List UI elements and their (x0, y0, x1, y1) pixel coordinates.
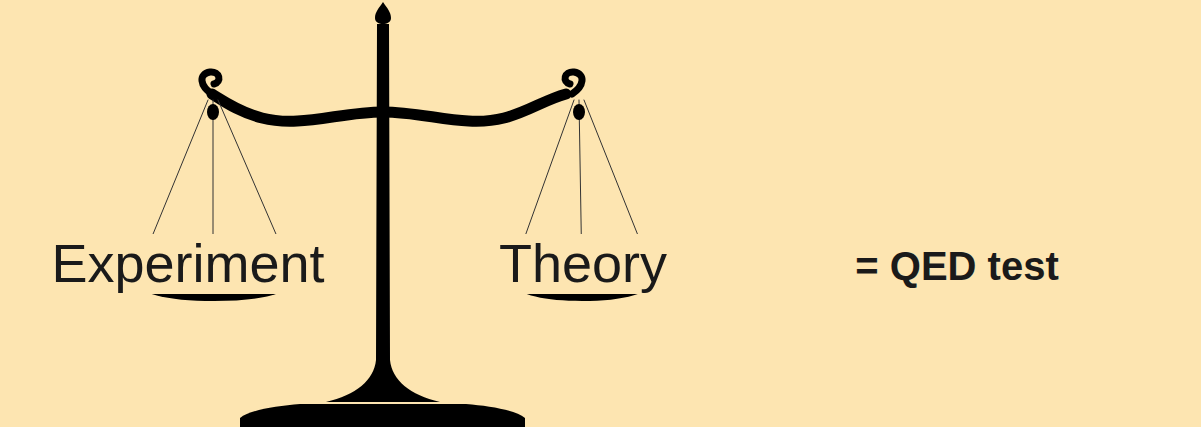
equation-label: = QED test (852, 244, 1061, 288)
pan-label: Theory (496, 234, 670, 293)
pan-label: Experiment (48, 234, 327, 293)
